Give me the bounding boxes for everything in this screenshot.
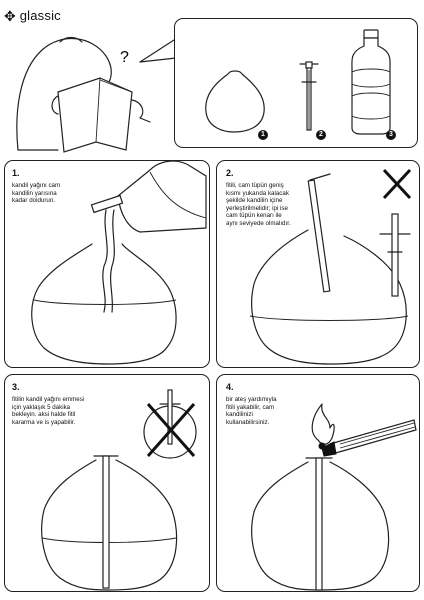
step-number-3: 3. — [12, 382, 20, 392]
item-number-badge-1: 1 — [258, 130, 268, 140]
brand-name: glassic — [19, 8, 61, 23]
brand-logo: ✥ glassic — [4, 8, 61, 23]
item-number-badge-2: 2 — [316, 130, 326, 140]
intro-panel — [174, 18, 418, 148]
item-number-badge-3: 3 — [386, 130, 396, 140]
brand-mark-icon: ✥ — [4, 7, 16, 24]
step-number-4: 4. — [226, 382, 234, 392]
question-mark: ? — [120, 49, 129, 66]
step-number-1: 1. — [12, 168, 20, 178]
step-number-2: 2. — [226, 168, 234, 178]
